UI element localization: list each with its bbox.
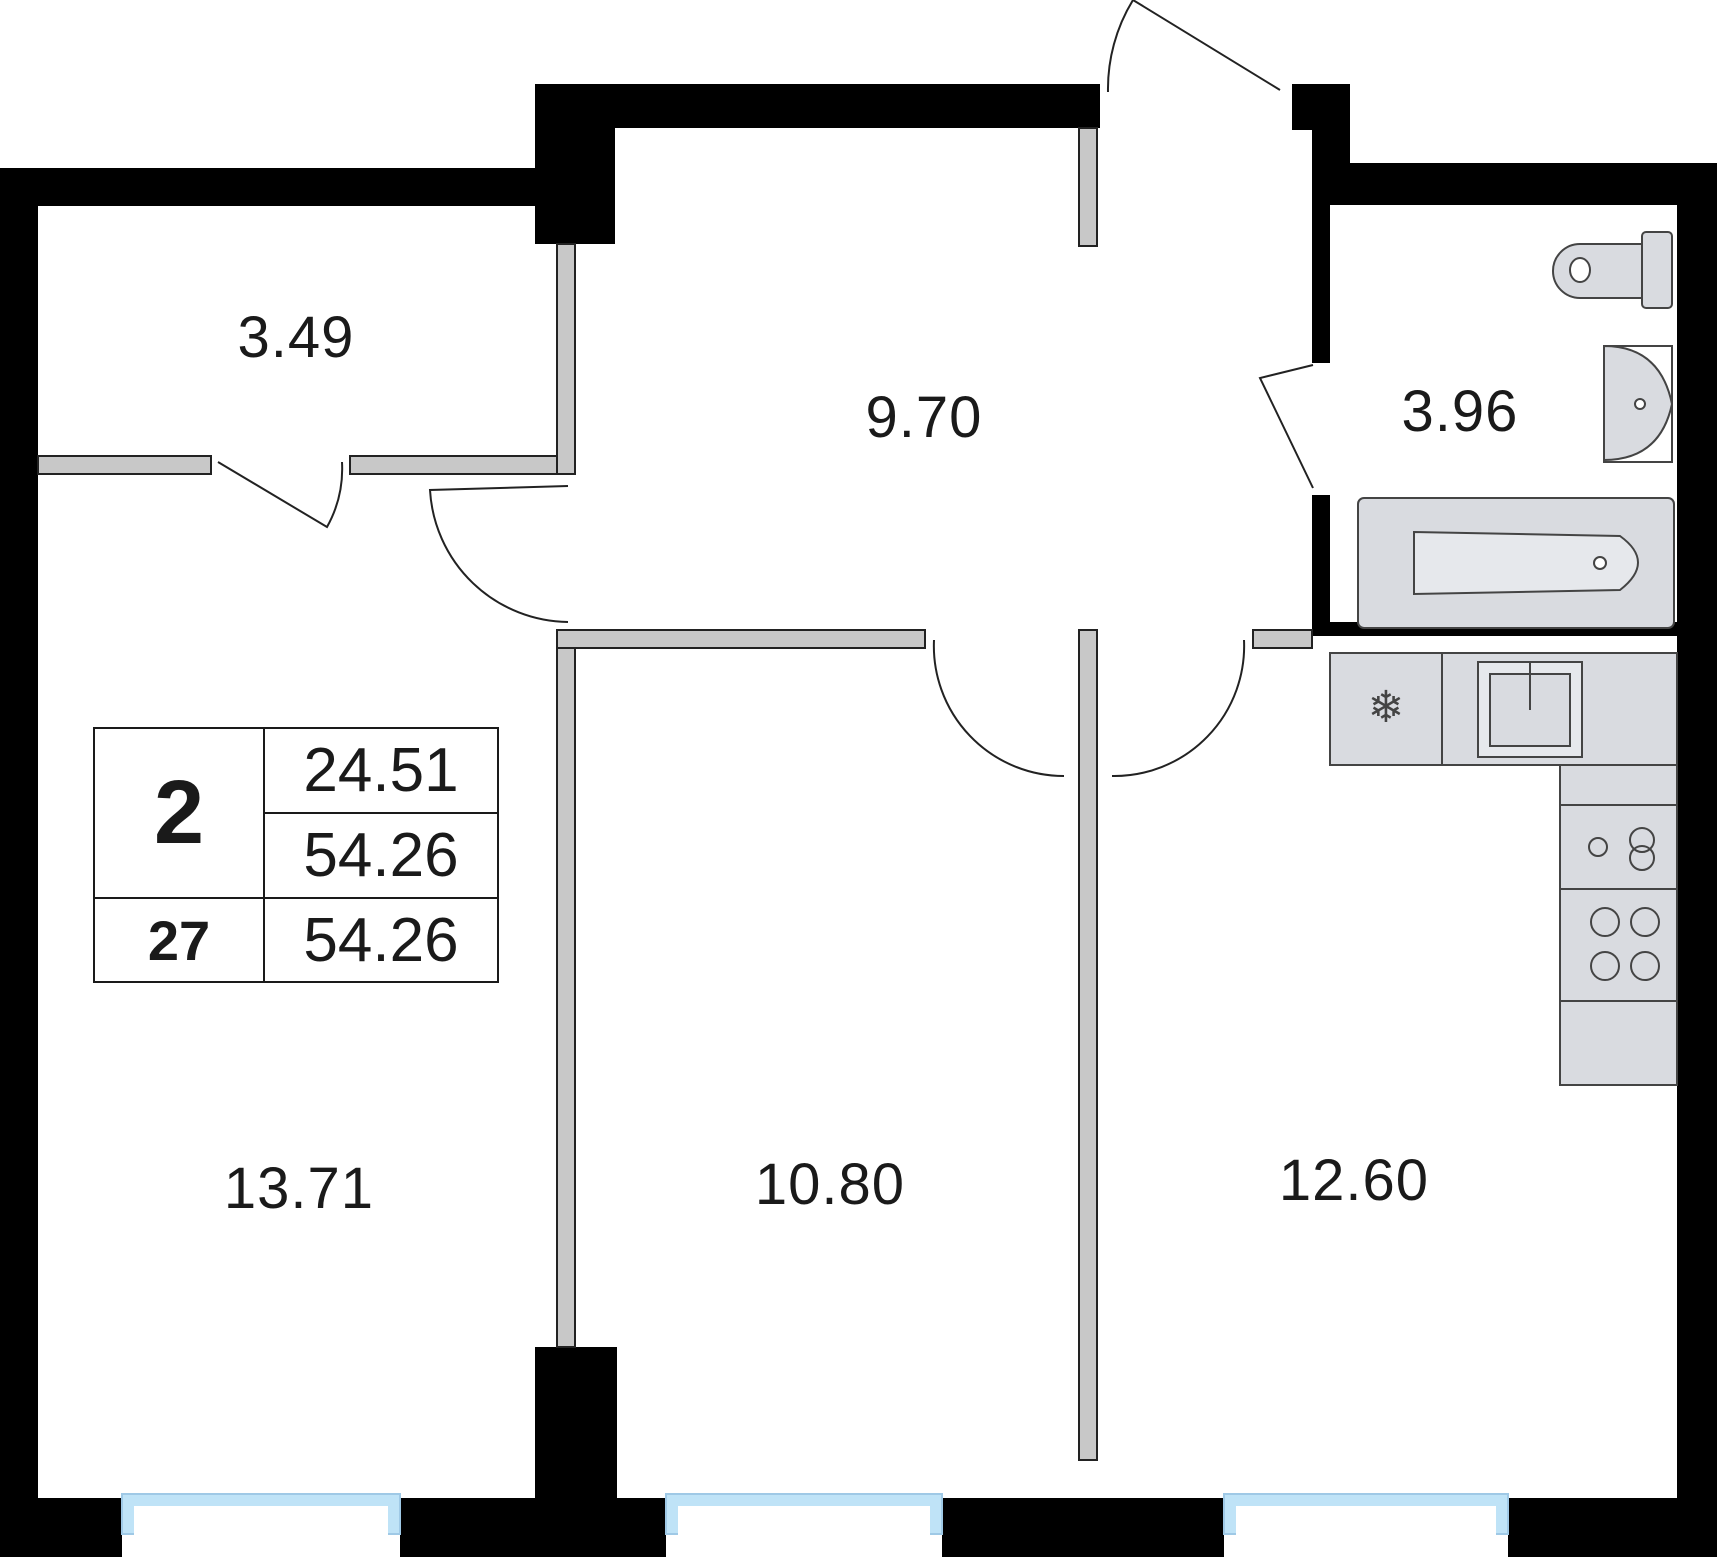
bedroom-area: 10.80 [755, 1152, 905, 1217]
bathtub-icon [1357, 497, 1675, 629]
bathroom-area: 3.96 [1402, 379, 1519, 444]
hallway-area: 9.70 [866, 385, 983, 450]
partitions [37, 127, 1313, 1461]
apartment-info-table: 2 24.51 54.26 27 54.26 [93, 727, 499, 983]
fridge-icon: ❄ [1329, 652, 1443, 766]
kitchen-sink-icon [1441, 652, 1678, 766]
storage-area: 3.49 [238, 305, 355, 370]
living-area: 24.51 [265, 729, 497, 814]
sink-icon [1603, 344, 1674, 463]
living-room-area: 13.71 [224, 1156, 374, 1221]
toilet-icon [1552, 231, 1673, 309]
exterior-walls [0, 84, 1717, 1557]
apartment-number: 27 [95, 899, 265, 981]
doors [217, 0, 1314, 778]
svg-text:❄: ❄ [1368, 682, 1405, 733]
dishwasher-icon [1559, 764, 1678, 890]
rooms-count: 2 [95, 729, 265, 899]
total-area: 54.26 [265, 814, 497, 899]
stove-icon [1559, 888, 1678, 1086]
total-area-repeat: 54.26 [303, 905, 459, 975]
kitchen-area: 12.60 [1279, 1148, 1429, 1213]
